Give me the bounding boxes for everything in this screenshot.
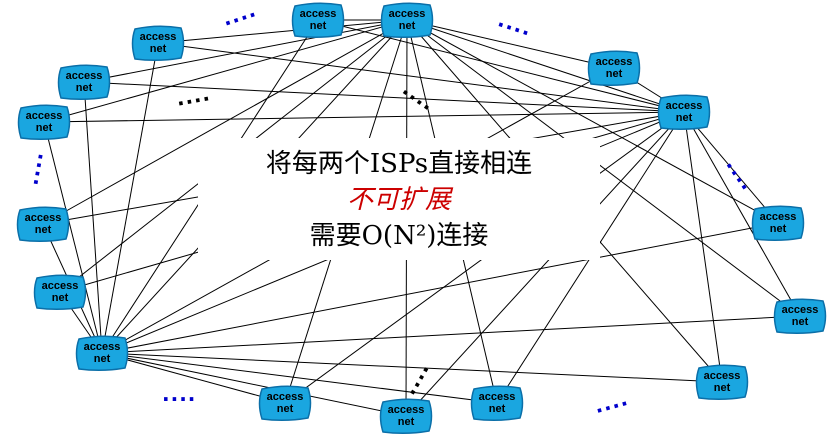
node-label-line1: access [299,8,337,20]
node-label-line1: access [703,370,741,382]
cloud-icon [75,335,129,372]
caption-line-3: 需要O(N²)连接 [309,221,489,251]
node-label-line1: access [595,56,633,68]
mesh-link [405,111,685,417]
node-label-line1: access [41,280,79,292]
node-label-line2: net [149,43,167,55]
caption-background [198,138,600,260]
node-label-line2: net [309,20,327,32]
caption-line-2: 不可扩展 [346,185,451,215]
cloud-icon [379,398,433,435]
mesh-link [101,315,801,354]
node-label-line2: net [75,82,93,94]
mesh-link [317,19,685,113]
cloud-icon [380,2,434,39]
cloud-icon [131,25,185,62]
node-label-line2: net [35,122,53,134]
cloud-icon [57,64,111,101]
cloud-icon [773,298,827,335]
mesh-link [101,222,779,354]
mesh-link [101,352,407,417]
ellipsis-marker: .... [174,81,213,111]
node-label-line2: net [769,223,787,235]
mesh-link [157,19,408,44]
mesh-link [101,352,723,383]
mesh-link [43,121,103,354]
node-label-line1: access [665,100,703,112]
mesh-link [42,19,408,225]
node-label-line1: access [24,212,62,224]
node-label-line2: net [93,353,111,365]
mesh-link [101,352,286,404]
node-label-line1: access [83,341,121,353]
mesh-link [683,111,801,317]
node-label-line1: access [25,110,63,122]
ellipsis-marker: .... [162,382,197,406]
node-label-line2: net [713,382,731,394]
node-label-line1: access [478,391,516,403]
cloud-icon [587,50,641,87]
mesh-link [83,81,685,113]
node-label-line1: access [139,31,177,43]
ellipsis-marker: .... [18,148,48,188]
cloud-icon [17,104,71,141]
node-label-line2: net [791,316,809,328]
mesh-link [101,352,498,404]
node-label-line1: access [759,211,797,223]
mesh-link [83,19,408,83]
caption-line-1: 将每两个ISPs直接相连 [265,149,533,179]
mesh-link [683,111,779,224]
node-label-line1: access [65,70,103,82]
node-label-line2: net [398,20,416,32]
node-label-line2: net [34,224,52,236]
mesh-link [683,111,723,383]
mesh-link [43,111,685,123]
mesh-link [43,19,408,123]
mesh-link [101,42,159,354]
mesh-link [83,81,103,354]
node-label-line2: net [397,416,415,428]
node-label-line1: access [266,391,304,403]
node-label-line2: net [605,68,623,80]
mesh-link [157,42,685,113]
mesh-link [406,19,801,317]
node-label-line2: net [276,403,294,415]
cloud-icon [470,385,524,422]
mesh-link [406,19,615,69]
cloud-icon [291,2,345,39]
cloud-icon [657,94,711,131]
node-label-line1: access [388,8,426,20]
node-label-line1: access [387,404,425,416]
cloud-icon [695,364,749,401]
node-label-line2: net [488,403,506,415]
node-label-line2: net [51,292,69,304]
node-label-line2: net [675,112,693,124]
mesh-link [406,19,685,113]
mesh-link [406,19,779,224]
cloud-icon [33,274,87,311]
cloud-icon [751,205,805,242]
cloud-icon [16,206,70,243]
cloud-icon [258,385,312,422]
node-label-line1: access [781,304,819,316]
